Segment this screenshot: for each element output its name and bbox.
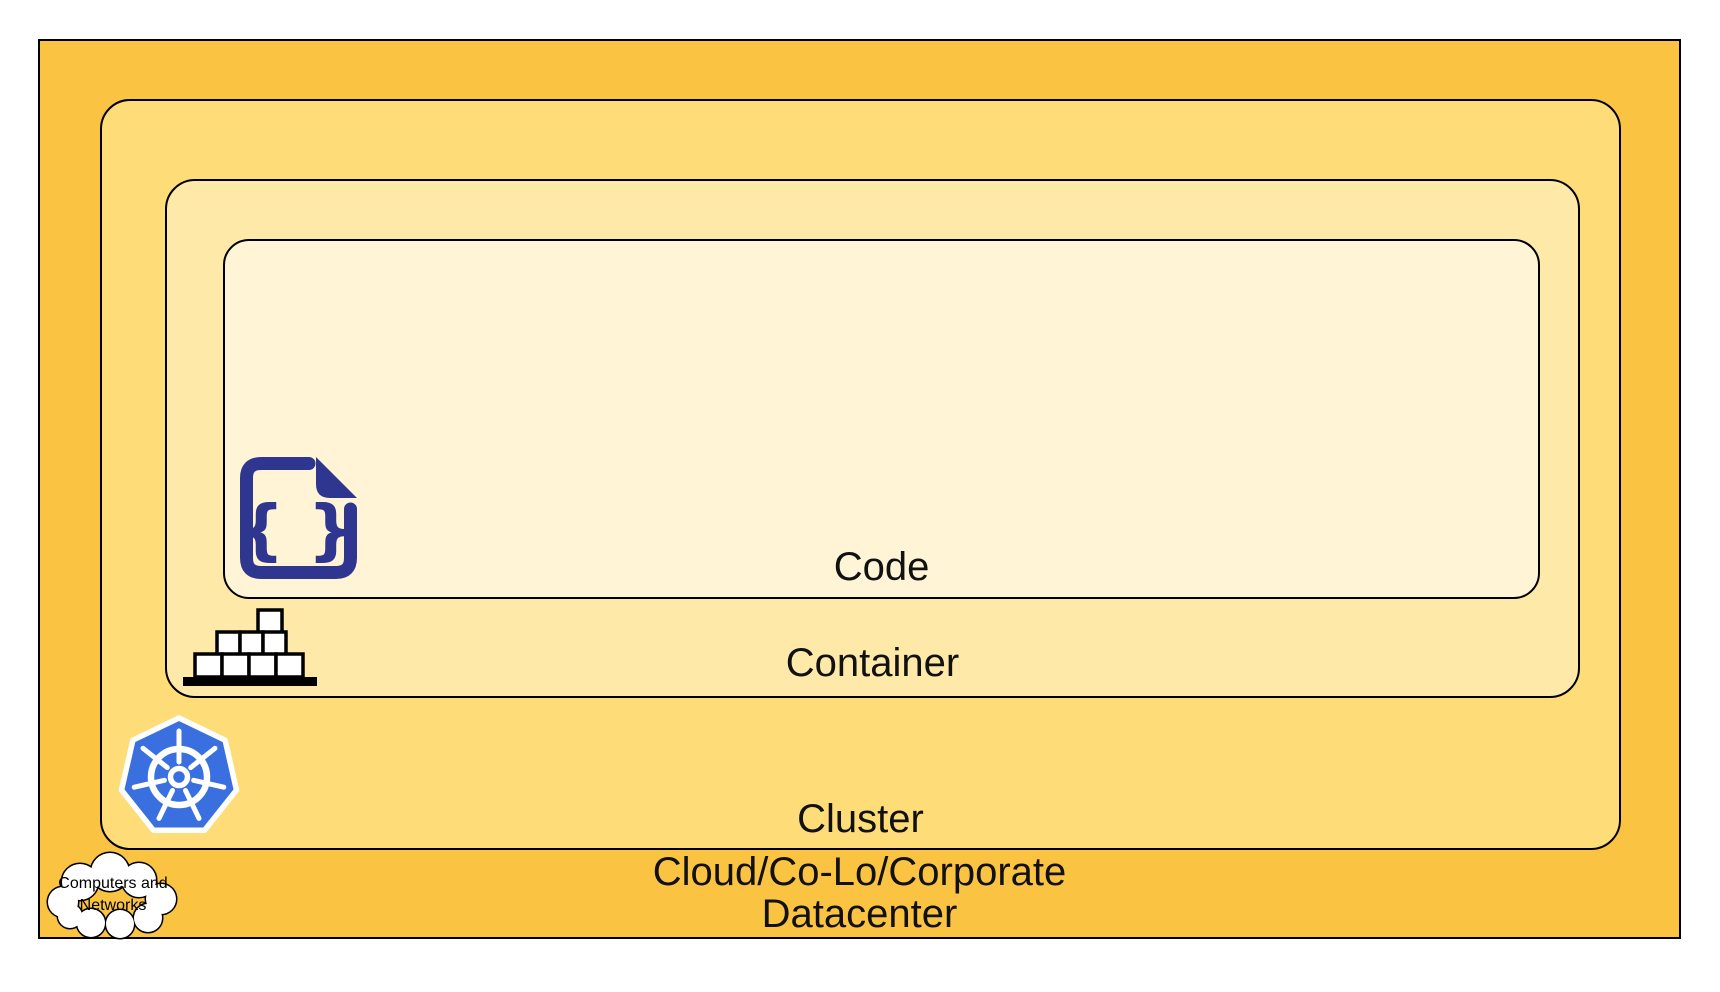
code-label: Code bbox=[833, 545, 930, 589]
layer-datacenter: { } Code bbox=[38, 39, 1681, 940]
container-label: Container bbox=[785, 641, 960, 685]
document-outline bbox=[240, 457, 357, 579]
container-bricks-icon bbox=[183, 608, 317, 686]
datacenter-label-line2: Datacenter bbox=[761, 892, 958, 936]
datacenter-label-line1: Cloud/Co-Lo/Corporate bbox=[652, 850, 1067, 894]
code-file-icon: { } bbox=[240, 457, 357, 579]
datacenter-label: Cloud/Co-Lo/Corporate Datacenter bbox=[40, 851, 1679, 935]
cloud-label-line2: Networks bbox=[80, 897, 147, 914]
layer-code: { } Code bbox=[223, 239, 1540, 599]
brick-baseline bbox=[183, 677, 317, 686]
cloud-label-line1: Computers and bbox=[58, 875, 167, 892]
cloud-icon: Computers and Networks bbox=[46, 851, 178, 940]
brick-stack bbox=[193, 608, 305, 679]
cluster-label: Cluster bbox=[797, 797, 924, 841]
layer-container: { } Code bbox=[165, 179, 1580, 698]
wheel-hub bbox=[167, 765, 191, 789]
folded-corner bbox=[316, 457, 357, 498]
wheel-ring bbox=[147, 745, 211, 809]
layer-cluster: { } Code bbox=[100, 99, 1621, 850]
kubernetes-wheel-icon bbox=[118, 715, 240, 833]
cloud-body bbox=[48, 853, 176, 938]
braces-glyph: { } bbox=[240, 491, 354, 568]
